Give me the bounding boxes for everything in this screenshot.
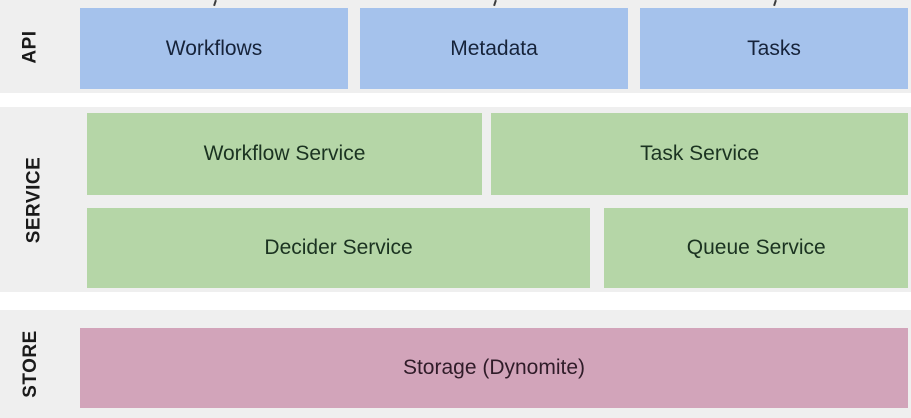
service-box-row-2: Decider Service Queue Service [86, 208, 908, 288]
decider-service-box: Decider Service [86, 208, 591, 288]
arrow-tick-icon [493, 0, 497, 7]
task-service-box-label: Task Service [640, 142, 760, 166]
tasks-box-label: Tasks [747, 36, 801, 60]
api-layer-content: Workflows Metadata Tasks [80, 0, 911, 93]
service-layer-label: SERVICE [23, 156, 45, 243]
service-layer-content: Workflow Service Task Service Decider Se… [86, 107, 911, 292]
api-box-row: Workflows Metadata Tasks [80, 0, 908, 89]
layer-divider [0, 93, 911, 107]
workflow-service-box: Workflow Service [86, 113, 483, 195]
queue-service-box: Queue Service [604, 208, 908, 288]
store-box-row: Storage (Dynomite) [80, 328, 908, 408]
api-layer-label: API [20, 29, 41, 64]
workflows-box-label: Workflows [165, 36, 263, 60]
store-layer-band: STORE Storage (Dynomite) [0, 310, 911, 418]
decider-service-box-label: Decider Service [264, 236, 413, 260]
arrow-tick-icon [773, 0, 777, 7]
service-layer-band: SERVICE Workflow Service Task Service De… [0, 107, 911, 292]
queue-service-box-label: Queue Service [686, 236, 826, 260]
api-layer-band: API Workflows Metadata Tasks [0, 0, 911, 93]
store-layer-gutter: STORE [0, 310, 80, 418]
workflow-service-box-label: Workflow Service [203, 142, 366, 166]
workflows-box: Workflows [80, 0, 348, 89]
task-service-box: Task Service [491, 113, 908, 195]
api-layer-gutter: API [0, 0, 80, 93]
metadata-box-label: Metadata [450, 36, 538, 60]
store-layer-label: STORE [19, 330, 41, 398]
tasks-box: Tasks [640, 0, 908, 89]
service-box-row-1: Workflow Service Task Service [86, 113, 908, 195]
storage-dynomite-box-label: Storage (Dynomite) [402, 356, 586, 380]
metadata-box: Metadata [360, 0, 628, 89]
layer-divider [0, 292, 911, 310]
store-layer-content: Storage (Dynomite) [80, 310, 911, 418]
service-layer-gutter: SERVICE [0, 107, 87, 292]
arrow-tick-icon [213, 0, 217, 7]
storage-dynomite-box: Storage (Dynomite) [80, 328, 908, 408]
